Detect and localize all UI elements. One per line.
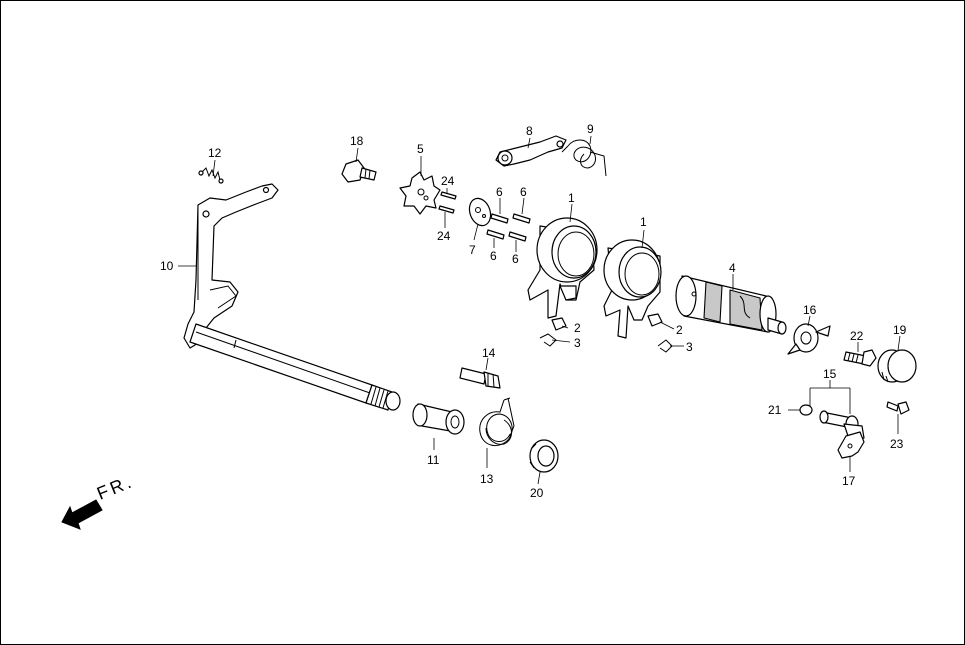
callout-16: 16 <box>803 303 817 317</box>
callout-17: 17 <box>842 474 856 488</box>
part-24-pins <box>438 191 457 214</box>
callout-13: 13 <box>480 472 494 486</box>
callout-9: 9 <box>587 122 594 136</box>
part-1-shift-fork-b <box>603 239 662 339</box>
part-10-gearshift-spindle <box>183 183 401 411</box>
part-17-arm <box>837 431 865 459</box>
part-11-collar <box>412 403 465 435</box>
front-direction-arrow: FR. <box>61 471 137 530</box>
callout-6-c: 6 <box>490 249 497 263</box>
part-2-pins <box>551 313 663 331</box>
part-5-stopper-plate <box>399 171 441 215</box>
callout-20: 20 <box>530 486 544 500</box>
callout-labels: 10 12 18 5 24 24 7 6 6 6 6 8 9 1 1 2 3 2… <box>160 122 907 500</box>
part-18-bolt <box>341 159 377 183</box>
part-8-stopper-arm <box>495 135 567 167</box>
callout-5: 5 <box>417 142 424 156</box>
part-1-shift-fork-a <box>527 217 598 319</box>
callout-8: 8 <box>526 124 533 138</box>
callout-11: 11 <box>427 453 440 467</box>
callout-22: 22 <box>850 329 864 343</box>
arrow-icon <box>61 499 103 530</box>
callout-24-top: 24 <box>441 174 455 188</box>
callout-15: 15 <box>823 367 837 381</box>
part-12-spring <box>198 167 224 184</box>
part-16-drum-plate <box>787 323 831 355</box>
part-22-bolt <box>843 349 877 367</box>
callout-6-b: 6 <box>520 185 527 199</box>
part-6-pins <box>486 213 531 242</box>
part-20-oil-seal <box>529 439 559 473</box>
callout-1-a: 1 <box>568 191 575 205</box>
part-14-stud-bolt <box>459 367 501 389</box>
callout-19: 19 <box>893 323 907 337</box>
callout-21: 21 <box>768 403 782 417</box>
callout-6-a: 6 <box>496 185 503 199</box>
callout-10: 10 <box>160 259 174 273</box>
part-4-shift-drum <box>675 275 787 335</box>
callout-14: 14 <box>482 346 496 360</box>
callout-7: 7 <box>469 243 476 257</box>
callout-3-a: 3 <box>574 336 581 350</box>
callout-4: 4 <box>729 261 736 275</box>
part-19-cap <box>877 349 917 383</box>
callout-2-b: 2 <box>676 323 683 337</box>
callout-3-b: 3 <box>686 340 693 354</box>
direction-label: FR. <box>94 471 137 504</box>
callout-12: 12 <box>208 146 222 160</box>
callout-2-a: 2 <box>574 321 581 335</box>
leader-lines <box>178 135 901 485</box>
callout-18: 18 <box>350 134 364 148</box>
part-21-o-ring <box>799 404 813 416</box>
part-13-torsion-spring <box>479 397 515 447</box>
part-9-spring <box>561 139 607 177</box>
part-23-bolt <box>886 401 910 415</box>
part-7-plate <box>468 197 492 227</box>
part-3-clips <box>539 333 673 353</box>
callout-24-bottom: 24 <box>437 229 451 243</box>
callout-6-d: 6 <box>512 252 519 266</box>
callout-23: 23 <box>890 437 904 451</box>
callout-1-b: 1 <box>640 215 647 229</box>
part-15-spindle <box>819 410 865 441</box>
